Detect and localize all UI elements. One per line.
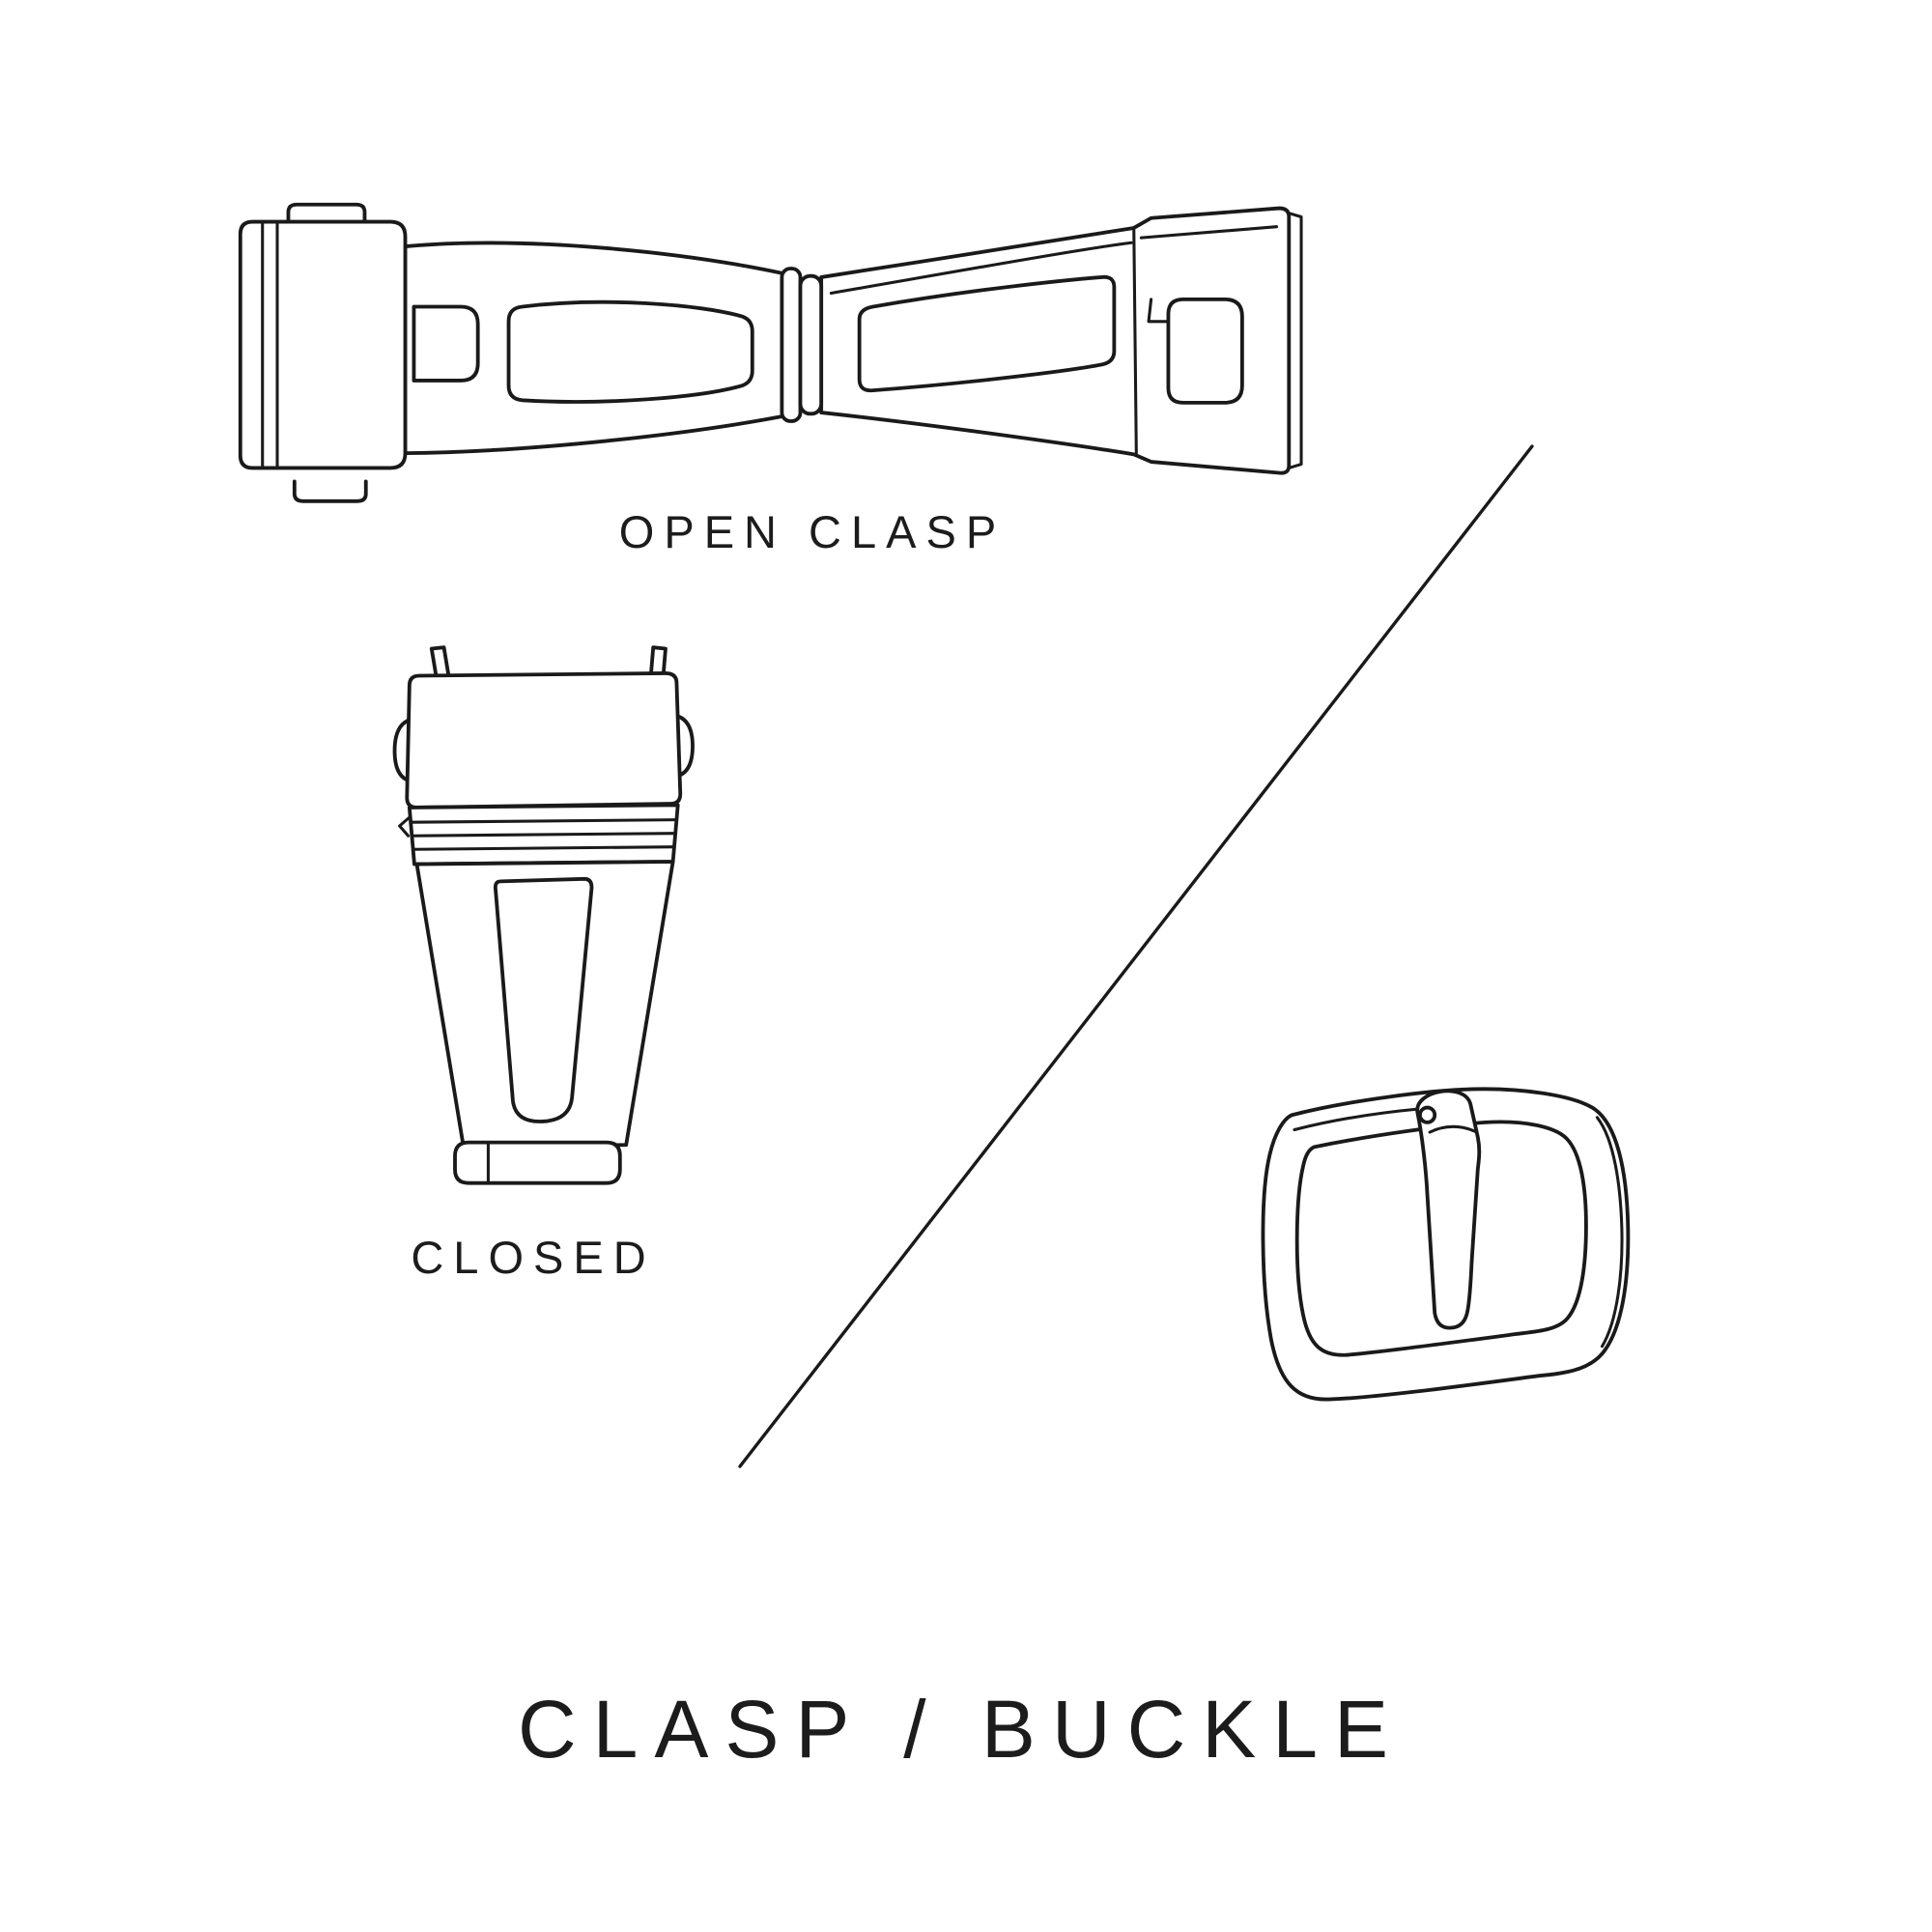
closed-clasp-hinge-band [398,803,680,867]
open-clasp-illustration [238,202,1303,503]
open-clasp-hinge [780,267,824,423]
closed-label: CLOSED [411,1232,656,1283]
buckle-illustration [1261,1087,1631,1402]
page-title: CLASP / BUCKLE [517,1684,1406,1775]
closed-clasp-illustration [392,645,695,1185]
closed-clasp-body [414,860,675,1150]
open-clasp-right-arm [819,206,1303,475]
buckle-pin-ring [1418,1105,1437,1124]
closed-clasp-head [392,671,695,810]
open-clasp-left-arm [403,241,791,456]
closed-clasp-foot [453,1140,622,1185]
open-clasp-label: OPEN CLASP [618,506,1007,557]
open-clasp-end-link [238,202,408,503]
